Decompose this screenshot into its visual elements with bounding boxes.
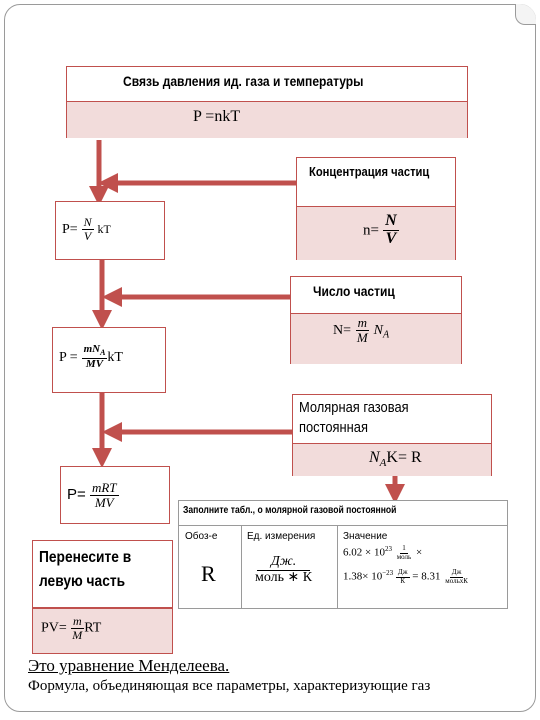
particles-fraction: m M [355,316,370,344]
value2-fraction-2: Дж мольхК [443,568,470,585]
value1-fnum: 1 [400,544,408,554]
value1-tail: × [416,546,423,559]
title-text: Связь давления ид. газа и температуры [123,73,364,89]
step3-fraction: mRT MV [89,480,119,510]
concentration-lhs: n= [363,222,379,239]
table-divider [179,525,507,526]
value2-base: 1.38× 10 [343,570,383,583]
table-unit: Дж. моль ∗ К [253,554,314,585]
result-lhs: PV= [41,620,67,636]
step1-den: V [83,228,92,243]
caption-mendeleev: Это уравнение Менделеева. [28,656,230,675]
step1-box: P= N V kT [55,201,165,260]
result-formula: PV= m M RT [41,615,101,641]
title-box: Связь давления ид. газа и температуры P … [66,66,468,138]
result-num: m [70,614,84,629]
molar-gas-title-2: постоянная [299,419,368,436]
value2-fden2: мольхК [445,576,468,585]
value2-fnum2: Дж [449,568,464,578]
caption-formula-description: Формула, объединяющая все параметры, хар… [28,678,431,694]
step2-formula: P = mNA MV kT [59,343,123,370]
concentration-formula: n= N V [363,212,399,248]
value2-fnum: Дж [395,568,410,578]
page-curl [515,4,536,25]
value2-fraction: Дж К [395,568,410,585]
value1-exp: 23 [384,545,392,553]
value1-fraction: 1 моль [395,544,414,561]
molar-gas-title-1: Молярная газовая [299,399,409,416]
table-col-symbol: Обоз-е [185,531,218,542]
concentration-formula-area: n= N V [297,206,455,260]
table-value-line1: 6.02 × 1023 1 моль × [343,544,423,561]
particles-formula: N= m M NA [333,316,389,344]
molar-gas-box: Молярная газовая постоянная NAK= R [292,394,492,476]
value1-base: 6.02 × 10 [343,546,385,559]
move-instruction-box: Перенесите в левую часть [32,540,173,608]
table-col-divider-2 [337,525,338,609]
step2-den: MV [85,357,104,370]
step3-den: MV [94,494,114,510]
move-line-1: Перенесите в [39,549,132,566]
particles-den: M [356,329,368,345]
gas-constant-table: Заполните табл., о молярной газовой пост… [178,500,508,609]
particles-formula-area: N= m M NA [291,313,461,364]
particles-rhs-sub: A [382,329,390,341]
molar-gas-rest: K= R [386,449,422,466]
table-unit-num: Дж. [256,554,311,571]
concentration-box: Концентрация частиц n= N V [296,157,456,260]
table-col-value: Значение [343,531,388,542]
move-line-2: левую часть [39,573,126,590]
value2-fden: К [400,576,406,585]
value1-fden: моль [396,552,412,561]
table-unit-den: моль ∗ К [255,569,313,585]
step2-num: mN [83,343,101,355]
particles-num: m [355,315,370,331]
particles-box: Число частиц N= m M NA [290,276,462,364]
step2-lhs: P = [59,349,78,365]
result-box: PV= m M RT [32,608,173,654]
value2-eq: = 8.31 [412,570,441,583]
step1-num: N [81,215,94,230]
step3-lhs: P= [67,486,86,504]
concentration-title: Концентрация частиц [309,164,430,179]
step2-rhs: kT [107,349,123,365]
step2-box: P = mNA MV kT [52,327,166,393]
particles-title: Число частиц [313,283,395,299]
concentration-den: V [385,229,397,247]
title-formula-area: P =nkT [67,101,467,138]
step1-formula: P= N V kT [62,216,111,242]
step3-box: P= mRT MV [60,466,170,524]
particles-rhs: N [373,322,383,338]
concentration-fraction: N V [383,212,399,248]
molar-gas-n: N [369,449,380,466]
molar-gas-sub: A [379,457,387,470]
step2-fraction: mNA MV [81,343,108,370]
result-rhs: RT [84,620,102,636]
molar-gas-formula: NAK= R [369,449,422,469]
table-symbol: R [201,561,216,586]
step1-lhs: P= [62,221,78,237]
particles-lhs: N= [333,322,352,338]
table-col-divider-1 [241,525,242,609]
concentration-num: N [383,212,399,231]
table-unit-fraction: Дж. моль ∗ К [253,554,314,585]
molar-gas-formula-area: NAK= R [293,443,491,476]
table-col-unit: Ед. измерения [247,531,316,542]
step1-rhs: kT [97,221,111,236]
step2-num-sub: A [100,348,106,358]
slide-frame [4,4,536,712]
value2-exp: −23 [382,569,394,577]
table-title: Заполните табл., о молярной газовой пост… [183,505,397,516]
title-formula: P =nkT [193,108,241,125]
step1-fraction: N V [81,215,94,243]
table-value-line2: 1.38× 10−23 Дж К = 8.31 Дж мольхК [343,568,470,585]
result-fraction: m M [70,615,84,641]
step3-num: mRT [89,480,119,496]
result-den: M [72,627,83,642]
step3-formula: P= mRT MV [67,481,119,509]
